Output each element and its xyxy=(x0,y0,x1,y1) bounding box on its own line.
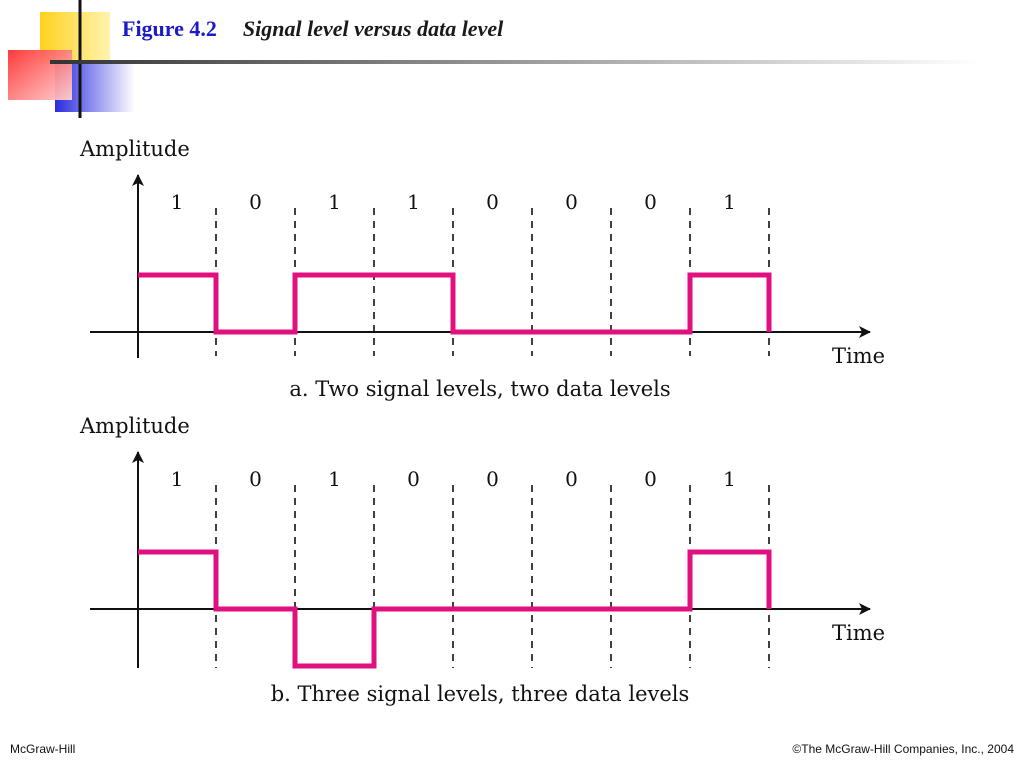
time-label: Time xyxy=(832,344,885,368)
bit-label: 1 xyxy=(723,190,736,214)
bit-label: 1 xyxy=(723,467,736,491)
bit-label: 1 xyxy=(328,190,341,214)
figure-title: Signal level versus data level xyxy=(242,16,504,41)
footer-copyright: ©The McGraw-Hill Companies, Inc., 2004 xyxy=(792,742,1014,756)
bit-label: 1 xyxy=(171,467,184,491)
bit-label: 1 xyxy=(407,190,420,214)
figure-number: Figure 4.2 xyxy=(122,16,217,41)
bit-label: 0 xyxy=(565,467,578,491)
time-label: Time xyxy=(832,621,885,645)
signal-trace xyxy=(138,549,772,669)
bit-label: 0 xyxy=(565,190,578,214)
signal-trace xyxy=(138,272,772,335)
amplitude-label: Amplitude xyxy=(79,137,190,161)
bit-label: 0 xyxy=(486,190,499,214)
bit-label: 0 xyxy=(644,467,657,491)
diagram-caption: a. Two signal levels, two data levels xyxy=(289,377,670,401)
bit-label: 1 xyxy=(171,190,184,214)
slide-logo-icon xyxy=(8,0,135,118)
footer-publisher: McGraw-Hill xyxy=(10,742,76,756)
bit-label: 1 xyxy=(328,467,341,491)
amplitude-label: Amplitude xyxy=(79,414,190,438)
bit-label: 0 xyxy=(407,467,420,491)
page-title: Figure 4.2 Signal level versus data level xyxy=(122,16,503,42)
diagram-caption: b. Three signal levels, three data level… xyxy=(271,682,690,706)
bit-label: 0 xyxy=(249,190,262,214)
bit-label: 0 xyxy=(486,467,499,491)
bit-label: 0 xyxy=(644,190,657,214)
bit-label: 0 xyxy=(249,467,262,491)
